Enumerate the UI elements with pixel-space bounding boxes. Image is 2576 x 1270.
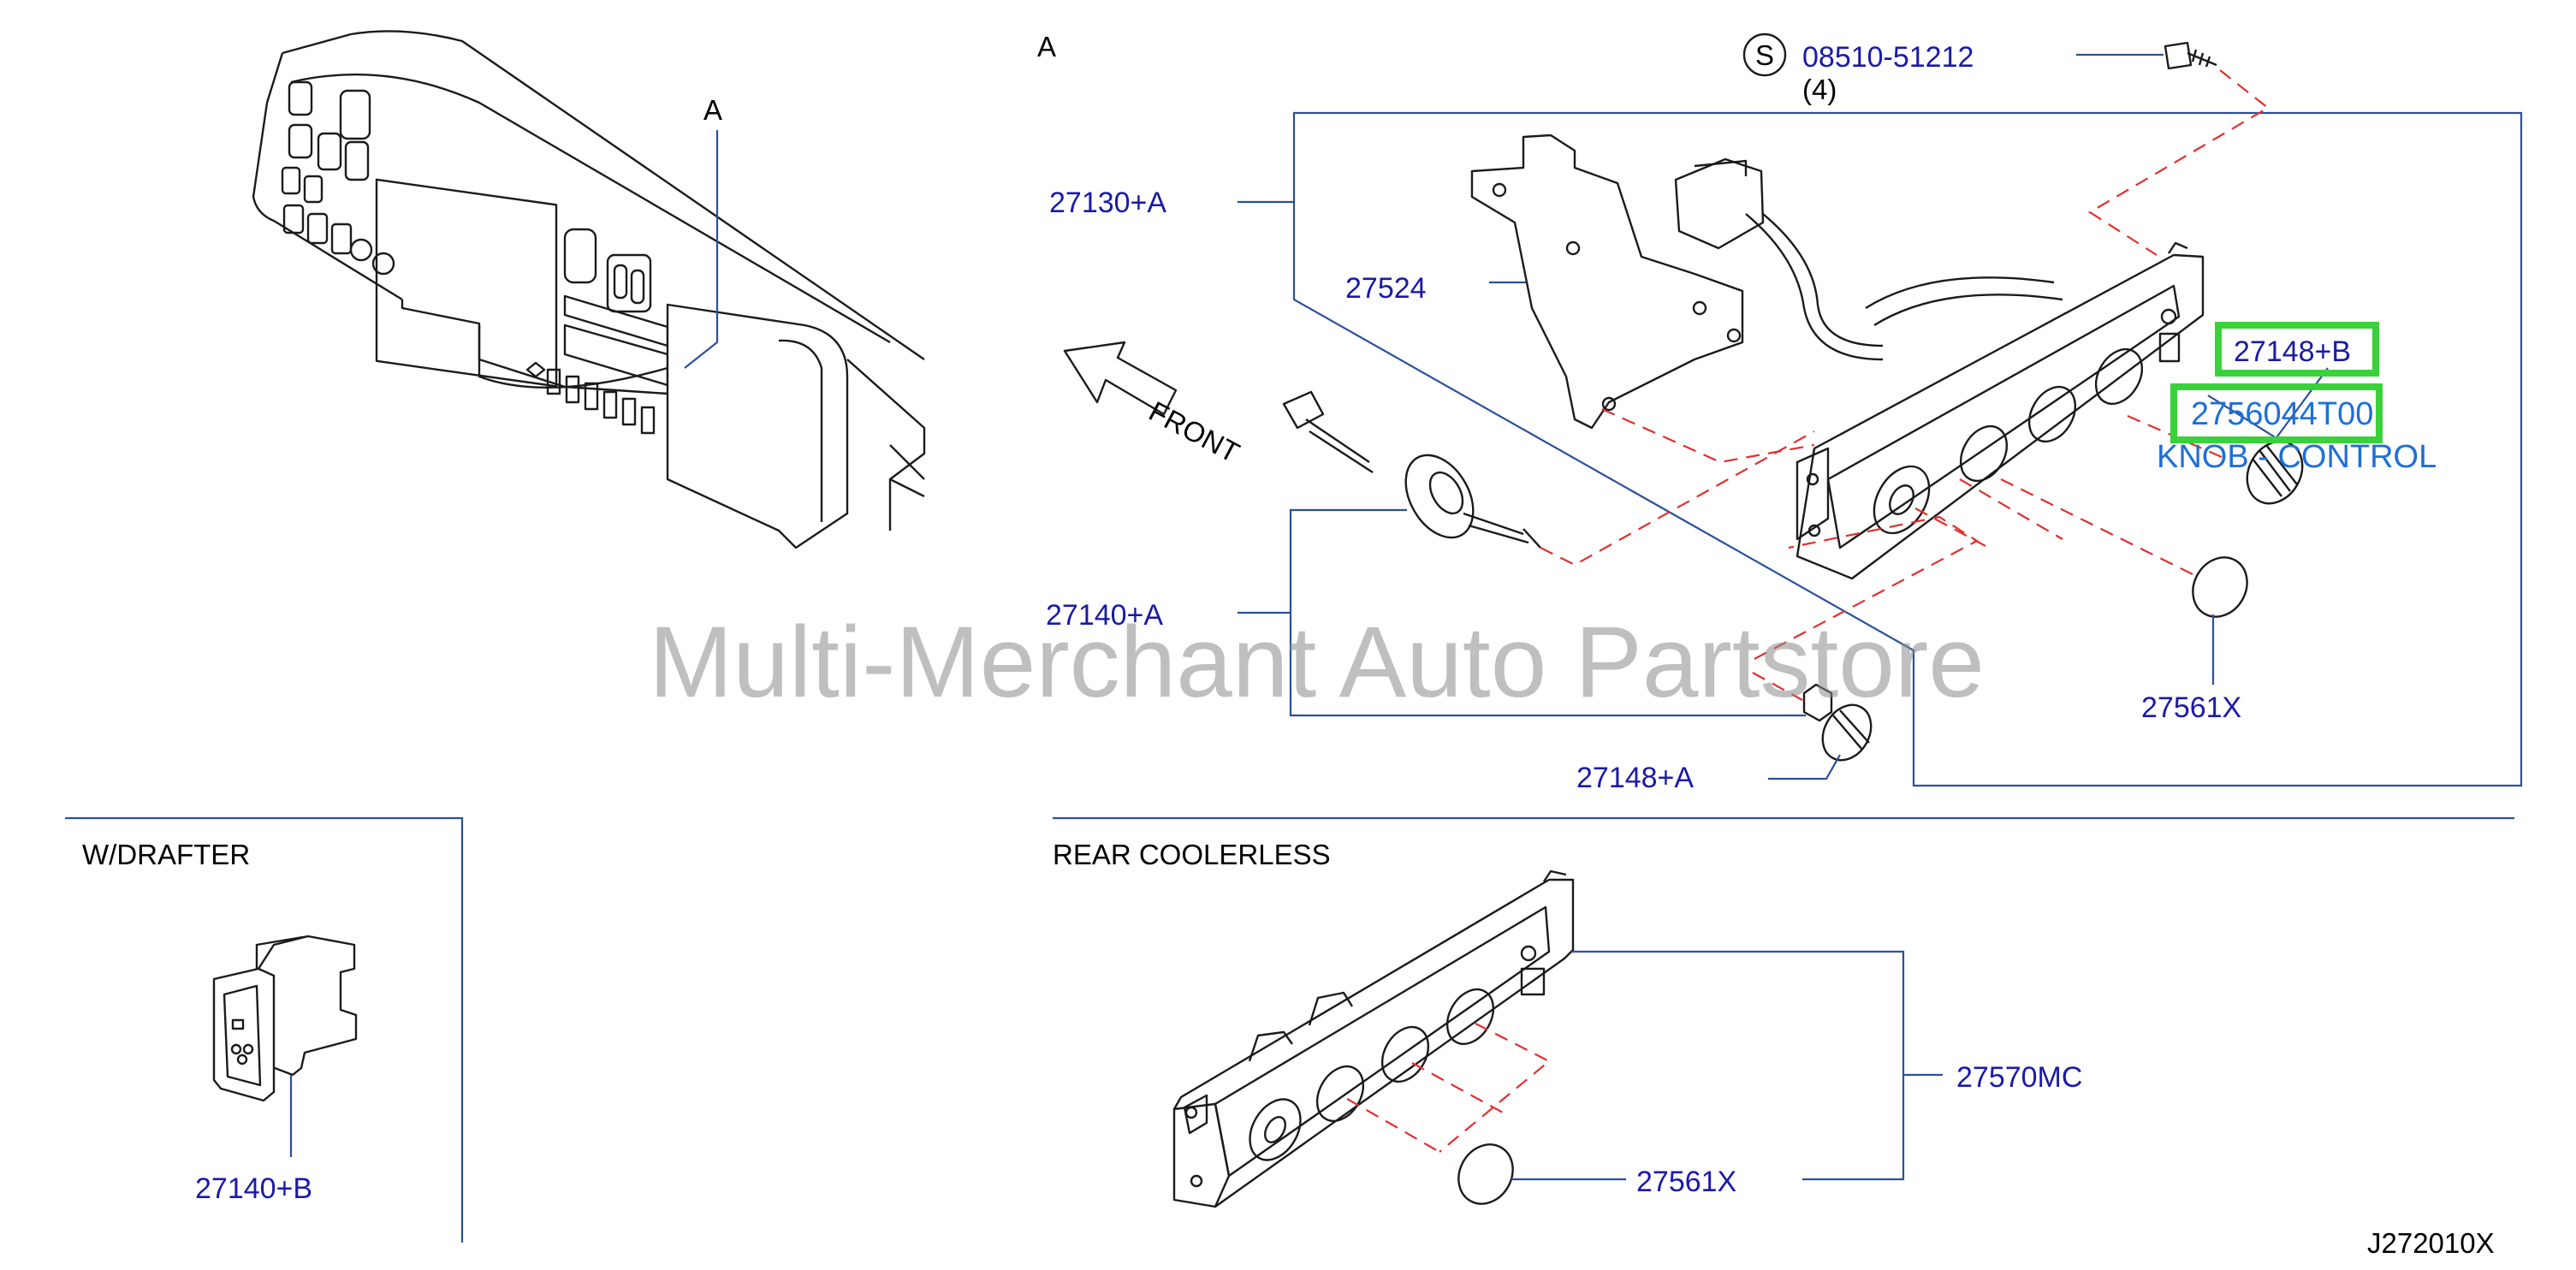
blower-resistor-illustration	[1282, 390, 1541, 549]
part-label-27561x-top[interactable]: 27561X	[2141, 691, 2241, 724]
dashboard-detail-a-label: A	[703, 94, 722, 126]
knob-27148a-illustration	[1802, 683, 1873, 762]
control-panel-illustration	[1795, 241, 2205, 580]
screw-symbol-circle	[1742, 33, 1787, 77]
part-label-08510-51212[interactable]: 08510-51212	[1802, 41, 1974, 74]
highlight-2756044t00	[2170, 383, 2383, 443]
part-label-27524[interactable]: 27524	[1345, 272, 1427, 305]
part-label-27148-a[interactable]: 27148+A	[1576, 762, 1694, 794]
front-arrow-icon	[1063, 341, 1178, 416]
part-label-27561x-bottom[interactable]: 27561X	[1636, 1166, 1736, 1198]
rear-control-panel-illustration	[1172, 869, 1575, 1208]
bracket-27524-illustration	[1470, 134, 1744, 430]
screw-quantity: (4)	[1802, 74, 1837, 105]
diagram-code: J272010X	[2367, 1227, 2495, 1259]
part-label-27140-b[interactable]: 27140+B	[195, 1172, 312, 1205]
screw-symbol: S	[1755, 39, 1774, 71]
knob-27561x-bottom-illustration	[1457, 1143, 1514, 1205]
part-label-2756044t00[interactable]: 2756044T00	[2191, 396, 2373, 432]
highlight-27148-b	[2215, 322, 2379, 377]
part-label-27130-a[interactable]: 27130+A	[1049, 187, 1166, 219]
knob-control-link[interactable]: KNOB - CONTROL	[2157, 439, 2437, 475]
part-label-27140-a[interactable]: 27140+A	[1046, 599, 1163, 632]
watermark: Multi-Merchant Auto Partstore	[649, 606, 1985, 719]
knob-27148b-illustration	[2246, 440, 2304, 505]
section-rear-coolerless-title: REAR COOLERLESS	[1053, 839, 1331, 870]
screw-illustration	[2163, 41, 2217, 70]
dashboard-illustration	[252, 30, 926, 549]
section-w-drafter-title: W/DRAFTER	[82, 839, 250, 870]
drafter-switch-illustration	[212, 935, 358, 1102]
knob-27561x-top-illustration	[2192, 556, 2248, 618]
part-label-27570mc[interactable]: 27570MC	[1956, 1061, 2082, 1094]
part-label-27148-b[interactable]: 27148+B	[2234, 335, 2351, 368]
section-detail-a-title: A	[1037, 31, 1056, 62]
front-direction-label: FRONT	[1144, 395, 1245, 469]
harness-connector-illustration	[1674, 157, 2063, 361]
